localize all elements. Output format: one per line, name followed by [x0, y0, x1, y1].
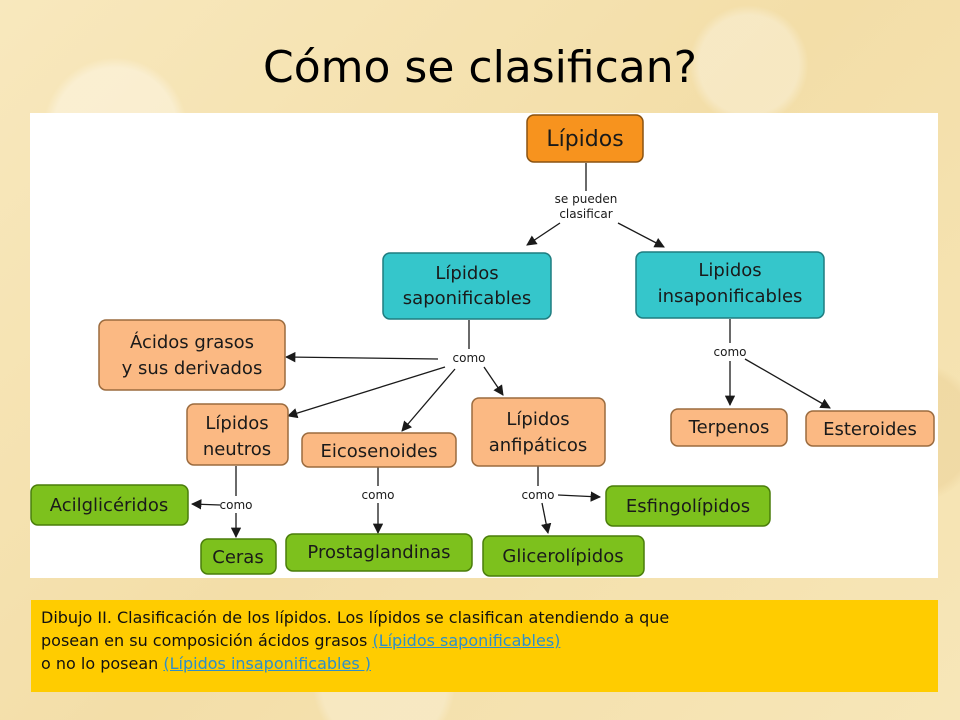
node-glicerolipidos-label: Glicerolípidos	[502, 546, 623, 567]
insaponificables-link[interactable]: (Lípidos insaponificables )	[163, 654, 371, 673]
link-label-como-eicos: como	[362, 488, 395, 502]
caption-line-1: Dibujo II. Clasificación de los lípidos.…	[41, 608, 670, 627]
node-esteroides[interactable]: Esteroides	[805, 410, 935, 447]
concept-map-diagram: se pueden clasificar como como como como…	[30, 114, 935, 577]
caption-box: Dibujo II. Clasificación de los lípidos.…	[31, 600, 938, 692]
node-esfingolipidos[interactable]: Esfingolípidos	[605, 485, 771, 527]
link-label-como-neutros: como	[220, 498, 253, 512]
node-acidos-grasos[interactable]: Ácidos grasos y sus derivados	[98, 319, 286, 391]
node-insaponificables-line2: insaponificables	[658, 286, 803, 307]
node-insaponificables-line1: Lipidos	[698, 260, 761, 281]
node-acidos-line1: Ácidos grasos	[130, 331, 254, 353]
node-anfipaticos-line2: anfipáticos	[489, 435, 588, 456]
connectors	[190, 163, 831, 539]
node-anfipaticos-line1: Lípidos	[506, 409, 569, 430]
caption-line-3: o no lo posean (Lípidos insaponificables…	[41, 652, 928, 675]
node-neutros-line1: Lípidos	[205, 413, 268, 434]
link-label-como-anfi: como	[522, 488, 555, 502]
link-label-root-2: clasificar	[559, 207, 612, 221]
node-terpenos-label: Terpenos	[688, 417, 770, 438]
node-esfingolipidos-label: Esfingolípidos	[626, 496, 750, 517]
caption-line-2-text: posean en su composición ácidos grasos	[41, 631, 373, 650]
node-ceras[interactable]: Ceras	[200, 538, 277, 575]
link-label-como-insapon: como	[714, 345, 747, 359]
link-label-como-sapon: como	[453, 351, 486, 365]
node-terpenos[interactable]: Terpenos	[670, 408, 788, 447]
node-prostaglandinas-label: Prostaglandinas	[307, 542, 450, 563]
node-saponificables-line2: saponificables	[403, 288, 531, 309]
link-labels: se pueden clasificar como como como como…	[220, 192, 747, 512]
node-acidos-line2: y sus derivados	[122, 358, 263, 379]
node-acilgliceridos[interactable]: Acilglicéridos	[30, 484, 189, 526]
node-anfipaticos[interactable]: Lípidos anfipáticos	[471, 397, 606, 467]
node-saponificables[interactable]: Lípidos saponificables	[382, 252, 552, 320]
node-lipidos[interactable]: Lípidos	[526, 114, 644, 163]
slide-title: Cómo se clasifican?	[262, 42, 698, 93]
node-neutros[interactable]: Lípidos neutros	[186, 403, 289, 466]
node-lipidos-label: Lípidos	[546, 127, 623, 152]
node-acilgliceridos-label: Acilglicéridos	[50, 495, 169, 516]
saponificables-link[interactable]: (Lípidos saponificables)	[372, 631, 561, 650]
node-ceras-label: Ceras	[212, 547, 263, 568]
concept-map-panel: se pueden clasificar como como como como…	[30, 113, 938, 578]
node-insaponificables[interactable]: Lipidos insaponificables	[635, 251, 825, 319]
node-glicerolipidos[interactable]: Glicerolípidos	[482, 535, 645, 577]
caption-line-3-text: o no lo posean	[41, 654, 164, 673]
node-eicosenoides[interactable]: Eicosenoides	[301, 432, 457, 468]
node-saponificables-line1: Lípidos	[435, 263, 498, 284]
node-esteroides-label: Esteroides	[823, 419, 917, 440]
node-prostaglandinas[interactable]: Prostaglandinas	[285, 533, 473, 572]
node-neutros-line2: neutros	[203, 439, 271, 460]
caption-line-2: posean en su composición ácidos grasos (…	[41, 629, 928, 652]
node-eicosenoides-label: Eicosenoides	[320, 441, 437, 462]
link-label-root-1: se pueden	[555, 192, 618, 206]
